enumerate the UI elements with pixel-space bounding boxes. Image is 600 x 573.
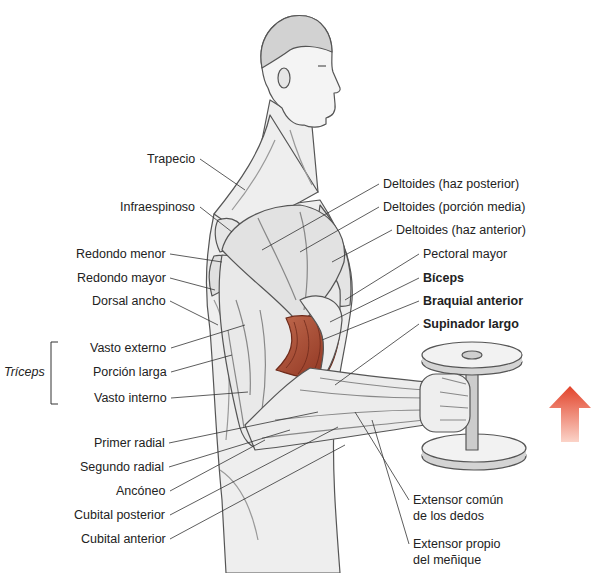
head <box>261 16 340 128</box>
neck-contour <box>232 130 312 210</box>
eye <box>318 65 326 66</box>
leader-line <box>170 440 265 491</box>
fist <box>420 374 470 432</box>
muscle-label: Extensor propio del meñique <box>413 536 509 568</box>
leader-line <box>170 254 222 262</box>
muscle-label: Redondo menor <box>76 246 166 262</box>
triceps-contour <box>228 300 266 428</box>
leader-line <box>170 301 218 325</box>
muscle-label: Porción larga <box>93 364 167 380</box>
leader-line <box>372 420 409 544</box>
triceps-bracket <box>51 342 58 404</box>
muscle-label: Trapecio <box>147 151 195 167</box>
motion-arrow <box>549 386 591 442</box>
leader-line <box>345 254 419 300</box>
leader-line <box>332 230 392 262</box>
muscle-label: Segundo radial <box>80 459 164 475</box>
muscle-label: Bíceps <box>423 270 464 286</box>
leader-line <box>300 207 379 252</box>
dumbbell-hub <box>462 351 482 359</box>
leader-line <box>170 445 345 539</box>
muscle-label: Cubital anterior <box>81 531 166 547</box>
muscle-label: Deltoides (haz anterior) <box>396 222 526 238</box>
ear <box>278 68 290 88</box>
muscle-label: Supinador largo <box>423 316 519 332</box>
muscle-label: Primer radial <box>94 435 165 451</box>
forearm <box>245 368 428 450</box>
finger-lines <box>440 378 468 420</box>
leader-line <box>335 324 419 385</box>
leader-line <box>200 207 232 232</box>
leader-line <box>170 427 338 515</box>
muscle-label: Infraespinoso <box>120 199 195 215</box>
leader-line <box>171 392 248 398</box>
leader-line <box>200 159 245 190</box>
hair <box>261 16 332 68</box>
muscle-label: Vasto externo <box>90 340 166 356</box>
dumbbell-plate <box>422 342 522 368</box>
leader-line <box>330 278 419 322</box>
group-label: Tríceps <box>4 364 45 380</box>
muscle-label: Ancóneo <box>116 483 165 499</box>
muscle-label: Extensor común de los dedos <box>413 492 509 524</box>
deltoid-contour <box>258 212 307 310</box>
muscle-label: Braquial anterior <box>423 293 523 309</box>
muscle-label: Deltoides (haz posterior) <box>383 176 519 192</box>
muscle-label: Dorsal ancho <box>92 293 166 309</box>
leader-line <box>355 412 409 500</box>
muscle-label: Redondo mayor <box>77 270 166 286</box>
muscle-label: Vasto interno <box>94 390 167 406</box>
forearm-contour <box>262 378 426 438</box>
leader-line <box>170 278 215 290</box>
leader-line <box>169 412 318 443</box>
leader-line <box>171 325 245 348</box>
muscle-label: Deltoides (porción media) <box>383 199 525 215</box>
muscle-label: Pectoral mayor <box>423 246 507 262</box>
leader-line <box>171 355 232 372</box>
muscle-label: Cubital posterior <box>74 507 165 523</box>
